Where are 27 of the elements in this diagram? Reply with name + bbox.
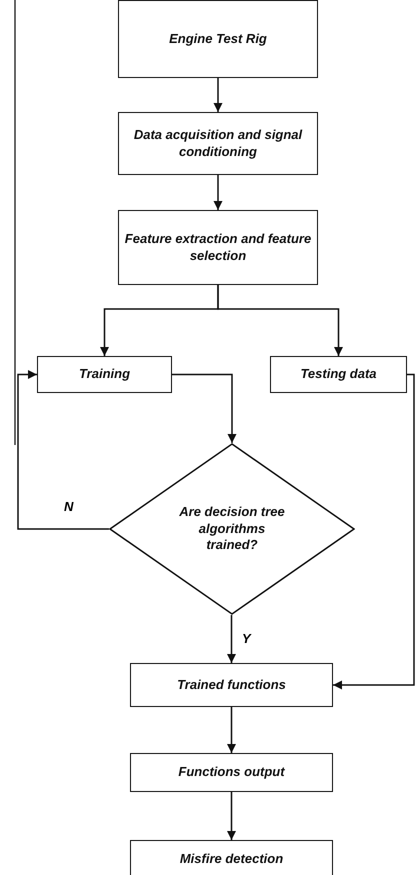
process-box (118, 112, 318, 175)
arrow (214, 78, 222, 112)
arrow (333, 374, 415, 690)
node-text: Misfire detection (180, 850, 284, 868)
process-box (130, 840, 333, 875)
node-text: Trained functions (177, 676, 286, 694)
process-box (37, 356, 172, 393)
process-box (270, 356, 407, 393)
process-box (130, 753, 333, 792)
node-text: Are decision tree algorithms trained? (178, 504, 286, 554)
process-box (118, 0, 318, 78)
arrow (227, 615, 236, 663)
node-text: Training (78, 366, 130, 383)
node-text: Engine Test Rig (169, 30, 267, 48)
arrow (17, 370, 109, 530)
arrow (227, 707, 236, 753)
process-box (118, 210, 318, 285)
arrow (217, 285, 343, 356)
node-text: Functions output (178, 764, 285, 781)
process-box (130, 663, 333, 707)
node-text: Feature extraction and feature selection (124, 230, 312, 264)
arrow (172, 374, 236, 443)
arrow (214, 175, 222, 210)
node-text: Data acquisition and signal conditioning (132, 126, 304, 160)
decision-diamond (109, 443, 355, 615)
node-text: Testing data (300, 366, 377, 383)
arrow (227, 792, 236, 840)
